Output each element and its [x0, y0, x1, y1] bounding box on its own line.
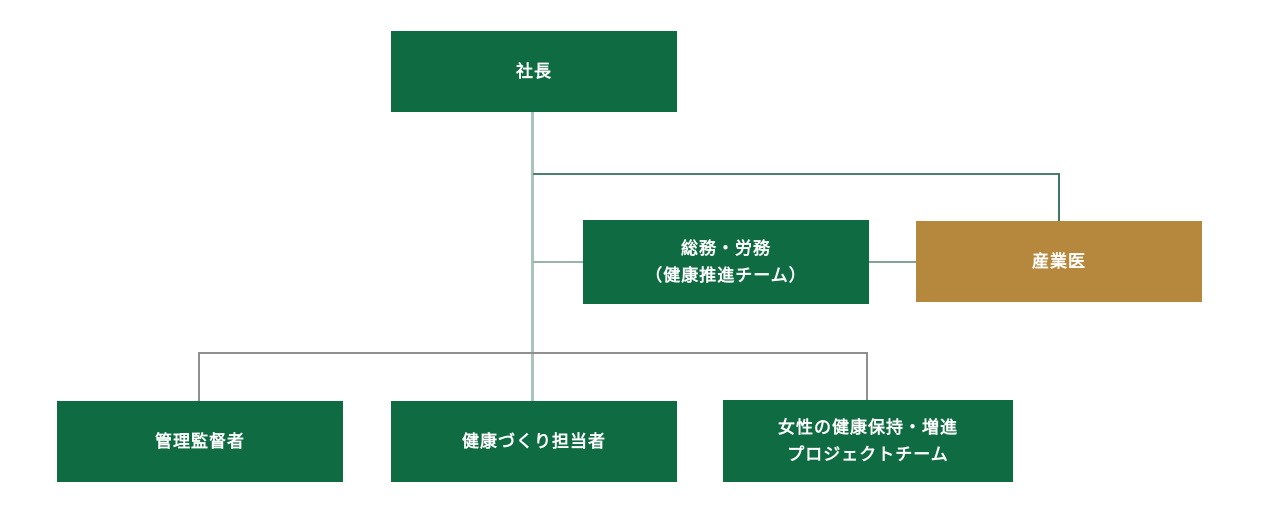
- connector-general-affairs-to-physician: [869, 261, 916, 263]
- connector-physician-drop-vertical: [1058, 173, 1060, 221]
- node-general-affairs-label-line1: 総務・労務: [681, 239, 771, 258]
- connector-trunk-vertical: [531, 112, 534, 401]
- connector-womens-team-drop-vertical: [866, 352, 868, 400]
- node-womens-health-team-label-line1: 女性の健康保持・増進: [778, 418, 958, 437]
- node-occupational-physician-label: 産業医: [1032, 252, 1086, 271]
- node-womens-health-team: 女性の健康保持・増進 プロジェクトチーム: [723, 400, 1013, 482]
- connector-bottom-row-horizontal: [198, 352, 868, 354]
- node-occupational-physician: 産業医: [916, 221, 1202, 302]
- node-womens-health-team-label-line2: プロジェクトチーム: [787, 445, 949, 464]
- node-managers: 管理監督者: [57, 401, 343, 482]
- node-general-affairs: 総務・労務 （健康推進チーム）: [583, 220, 869, 304]
- connector-trunk-to-general-affairs: [533, 261, 583, 263]
- node-health-promotion-staff-label: 健康づくり担当者: [462, 432, 606, 451]
- node-general-affairs-label-line2: （健康推進チーム）: [645, 266, 807, 285]
- connector-managers-drop-vertical: [198, 352, 200, 401]
- node-president: 社長: [391, 31, 677, 112]
- node-president-label: 社長: [516, 62, 552, 81]
- node-managers-label: 管理監督者: [155, 432, 245, 451]
- connector-president-to-physician-horizontal: [533, 173, 1060, 175]
- node-health-promotion-staff: 健康づくり担当者: [391, 401, 677, 482]
